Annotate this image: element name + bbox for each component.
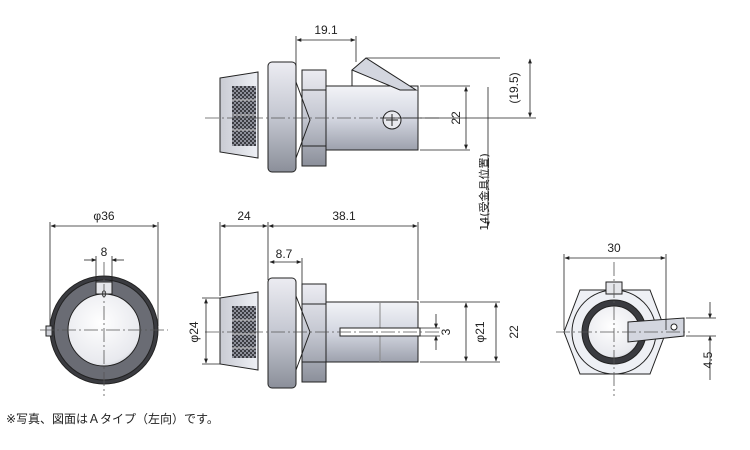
dim-side-38-1: 38.1 [332, 209, 356, 223]
dim-side-dia-21: φ21 [473, 321, 487, 342]
front-view [40, 262, 168, 396]
dim-front-8: 8 [101, 245, 108, 259]
dim-rear-30: 30 [607, 241, 621, 255]
top-flange [267, 61, 297, 173]
dim-paren-19-5: (19.5) [507, 72, 521, 103]
top-view [205, 57, 440, 173]
dim-side-8-7: 8.7 [276, 247, 293, 261]
top-knob-knurl [232, 86, 256, 146]
dim-top-22: 22 [449, 111, 463, 125]
dim-side-dia-24: φ24 [187, 321, 201, 342]
side-nut [301, 283, 327, 383]
dim-19-1: 19.1 [314, 23, 338, 37]
dim-side-22: 22 [507, 325, 521, 339]
top-latch [351, 57, 418, 91]
footnote: ※写真、図面はＡタイプ（左向）です。 [6, 412, 219, 426]
dim-side-24: 24 [237, 209, 251, 223]
top-dimensions [295, 36, 536, 227]
dim-14-bracket-position: 14(受金具位置) [477, 153, 491, 231]
rear-view [556, 262, 690, 396]
front-zero-mark: 0 [101, 289, 106, 299]
side-flange [267, 277, 297, 389]
dim-side-3: 3 [439, 328, 453, 335]
front-dimensions [49, 222, 159, 326]
dim-rear-4-5: 4.5 [701, 351, 715, 368]
side-dimensions [202, 222, 500, 365]
dim-front-dia-36: φ36 [93, 209, 114, 223]
rear-dimensions [563, 254, 716, 380]
rear-latch [627, 317, 685, 343]
side-view [205, 277, 440, 389]
